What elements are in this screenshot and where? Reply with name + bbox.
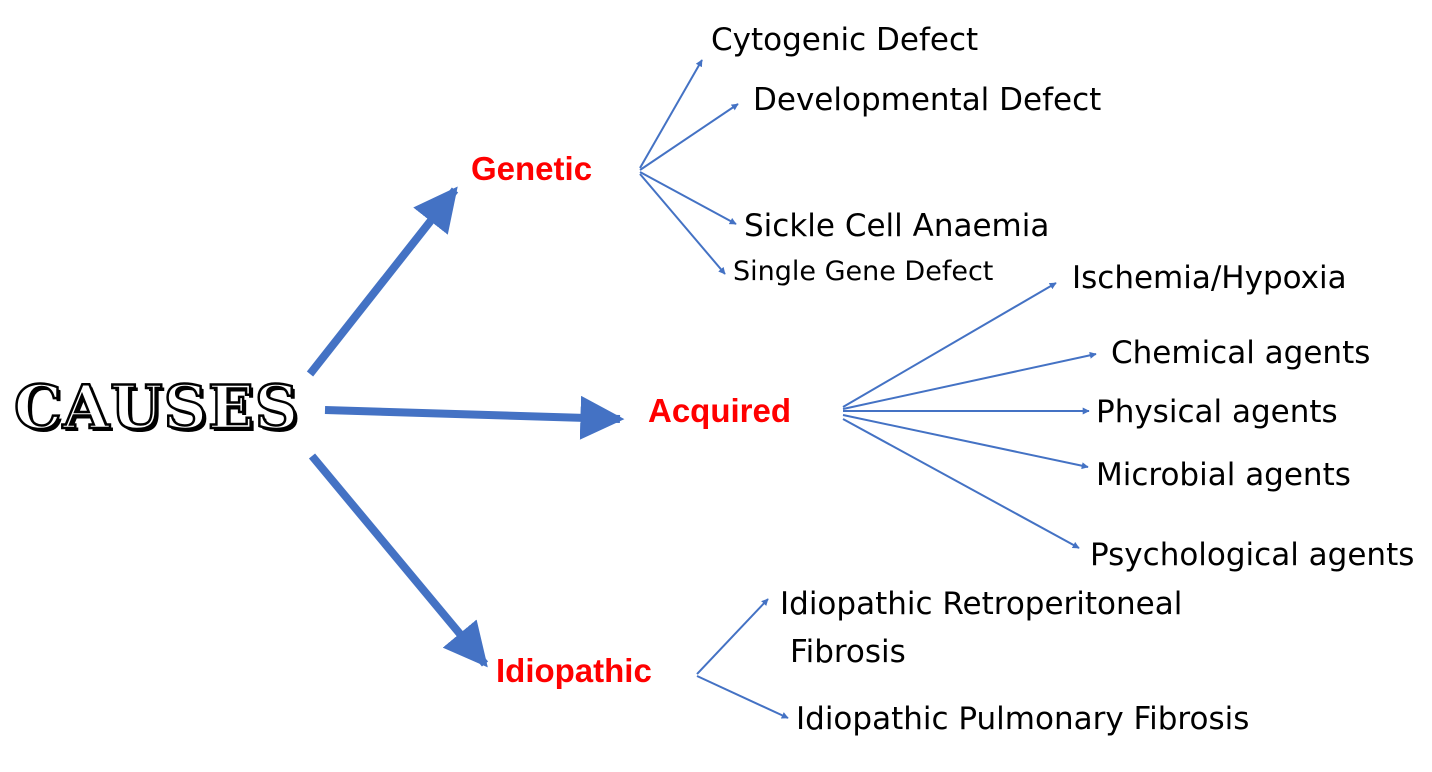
arrow-acquired-to-ischemia — [842, 282, 1057, 408]
arrow-causes-to-acquired — [324, 395, 625, 440]
arrow-acquired-to-chemical — [842, 351, 1097, 410]
arrow-causes-to-idiopathic — [308, 453, 489, 668]
arrow-acquired-to-psychological — [842, 418, 1080, 549]
arrow-genetic-to-single-gene — [639, 173, 726, 275]
arrow-genetic-to-cytogenic — [639, 59, 703, 169]
arrow-idiopathic-to-retroperitoneal — [696, 598, 769, 675]
arrow-genetic-to-developmental — [639, 103, 739, 171]
leaf-physical-agents: Physical agents — [1096, 394, 1338, 430]
category-idiopathic: Idiopathic — [496, 652, 652, 689]
leaf-single-gene-defect: Single Gene Defect — [733, 256, 994, 287]
leaf-fibrosis: Fibrosis — [790, 634, 906, 670]
category-genetic: Genetic — [471, 150, 593, 187]
leaf-psychological-agents: Psychological agents — [1090, 537, 1415, 573]
leaf-idiopathic-retroperitoneal: Idiopathic Retroperitoneal — [780, 586, 1183, 622]
leaf-developmental-defect: Developmental Defect — [753, 82, 1102, 118]
leaf-microbial-agents: Microbial agents — [1096, 457, 1351, 493]
leaf-idiopathic-pulmonary-fibrosis: Idiopathic Pulmonary Fibrosis — [796, 701, 1250, 737]
arrow-genetic-to-sickle-cell — [639, 171, 737, 225]
category-acquired: Acquired — [648, 392, 792, 429]
arrow-idiopathic-to-pulmonary — [696, 675, 789, 719]
leaf-chemical-agents: Chemical agents — [1111, 335, 1371, 371]
leaf-ischemia-hypoxia: Ischemia/Hypoxia — [1072, 260, 1347, 296]
arrow-causes-to-genetic — [306, 186, 459, 377]
leaf-sickle-cell-anaemia: Sickle Cell Anaemia — [744, 208, 1050, 244]
leaf-cytogenic-defect: Cytogenic Defect — [711, 22, 979, 58]
arrow-acquired-to-microbial — [842, 414, 1089, 470]
root-label-causes: CAUSES — [13, 373, 300, 443]
